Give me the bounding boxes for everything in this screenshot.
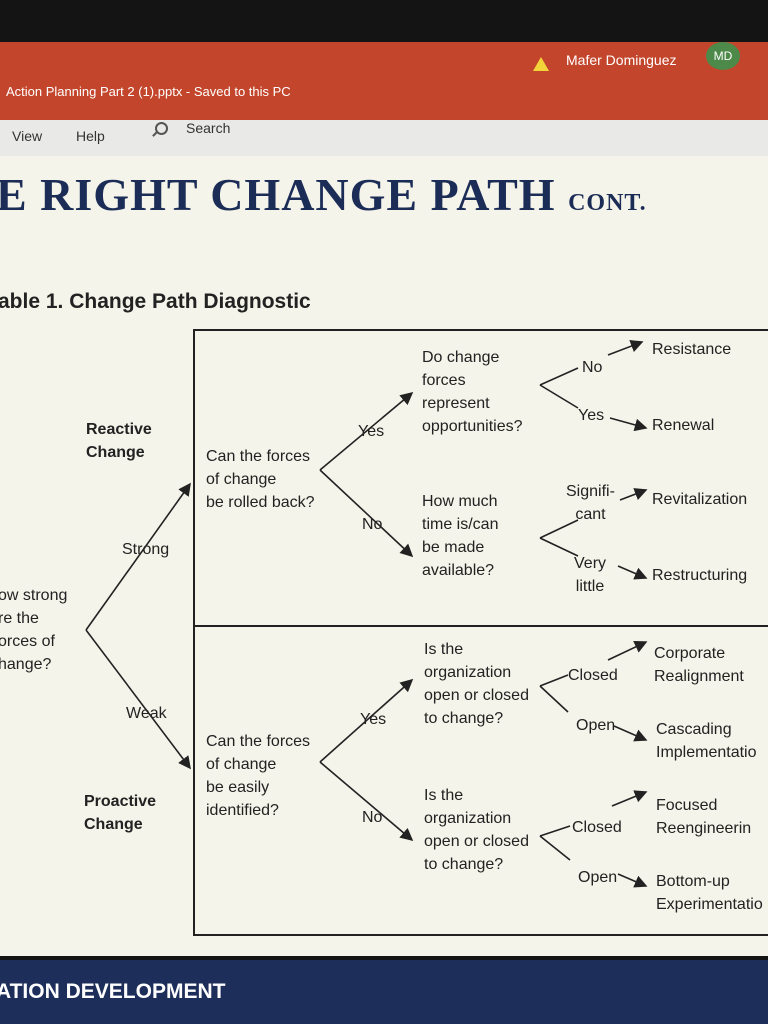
significant-label: Signifi- cant <box>566 483 615 523</box>
strong-label: Strong <box>122 541 170 558</box>
user-name[interactable]: Mafer Dominguez <box>566 52 677 68</box>
menu-view[interactable]: View <box>12 128 43 144</box>
proactive-change-label: Proactive Change <box>84 793 157 833</box>
question-open-closed-1: Is the organization open or closed to ch… <box>424 641 529 727</box>
avatar[interactable]: MD <box>706 42 740 70</box>
search-icon[interactable] <box>155 122 168 135</box>
very-little-label: Very little <box>574 555 607 595</box>
outcome-bottom-up-experimentation: Bottom-up Experimentatio <box>656 873 763 913</box>
no-label-2: No <box>362 809 383 826</box>
question-opportunities: Do change forces represent opportunities… <box>422 349 523 435</box>
ribbon-menu <box>0 120 768 156</box>
outcome-corporate-realignment: Corporate Realignment <box>654 645 744 685</box>
title-bar <box>0 42 768 120</box>
reactive-change-label: Reactive Change <box>86 421 152 461</box>
outcome-resistance: Resistance <box>652 341 732 358</box>
closed-label-2: Closed <box>572 819 622 836</box>
footer-text: ATION DEVELOPMENT <box>0 980 226 1003</box>
question-rolled-back: Can the forces of change be rolled back? <box>206 448 315 511</box>
open-label-1: Open <box>576 717 616 734</box>
outcome-cascading-implementation: Cascading Implementatio <box>656 721 757 761</box>
strength-question: ow strong re the orces of hange? <box>0 587 68 673</box>
open-label-2: Open <box>578 869 618 886</box>
outcome-restructuring: Restructuring <box>652 567 748 584</box>
search-box[interactable]: Search <box>186 120 231 136</box>
question-open-closed-2: Is the organization open or closed to ch… <box>424 787 529 873</box>
closed-label-1: Closed <box>568 667 618 684</box>
outcome-focused-reengineering: Focused Reengineerin <box>656 797 752 837</box>
weak-label: Weak <box>126 705 167 722</box>
yes-label-3: Yes <box>578 407 605 424</box>
footer-bar <box>0 960 768 1024</box>
question-time: How much time is/can be made available? <box>422 493 499 579</box>
no-label-3: No <box>582 359 603 376</box>
no-label-1: No <box>362 516 383 533</box>
question-identified: Can the forces of change be easily ident… <box>206 733 311 819</box>
slide-title: E RIGHT CHANGE PATH CONT. <box>0 169 647 220</box>
yes-label-1: Yes <box>358 423 385 440</box>
menu-help[interactable]: Help <box>76 128 105 144</box>
document-title[interactable]: Action Planning Part 2 (1).pptx - Saved … <box>6 84 291 99</box>
table-title: able 1. Change Path Diagnostic <box>0 290 311 313</box>
warning-icon[interactable] <box>533 57 549 71</box>
outcome-renewal: Renewal <box>652 417 715 434</box>
slide-canvas <box>0 156 768 956</box>
outcome-revitalization: Revitalization <box>652 491 748 508</box>
yes-label-2: Yes <box>360 711 387 728</box>
